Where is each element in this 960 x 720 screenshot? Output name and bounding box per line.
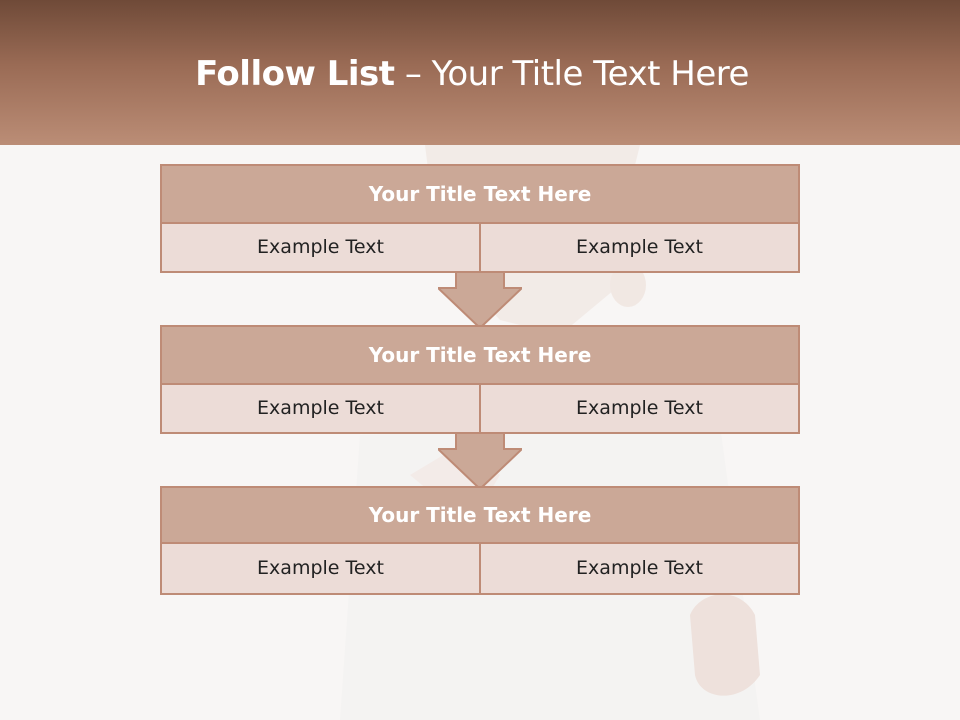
block-cell-right: Example Text	[481, 385, 798, 432]
page-title-bold: Follow List	[195, 54, 395, 94]
block-cell-left: Example Text	[162, 385, 481, 432]
list-block: Your Title Text Here Example Text Exampl…	[160, 325, 800, 434]
list-block: Your Title Text Here Example Text Exampl…	[160, 164, 800, 273]
block-cell-left: Example Text	[162, 544, 481, 593]
list-block: Your Title Text Here Example Text Exampl…	[160, 486, 800, 595]
block-cell-right: Example Text	[481, 224, 798, 271]
header-banner: Follow List – Your Title Text Here	[0, 0, 960, 145]
page-title: Follow List – Your Title Text Here	[0, 54, 944, 94]
page-title-rest: – Your Title Text Here	[394, 54, 750, 94]
down-arrow-icon	[438, 270, 522, 328]
block-title: Your Title Text Here	[162, 327, 798, 385]
block-cell-right: Example Text	[481, 544, 798, 593]
block-title: Your Title Text Here	[162, 488, 798, 544]
down-arrow-icon	[438, 431, 522, 489]
block-title: Your Title Text Here	[162, 166, 798, 224]
block-cell-left: Example Text	[162, 224, 481, 271]
